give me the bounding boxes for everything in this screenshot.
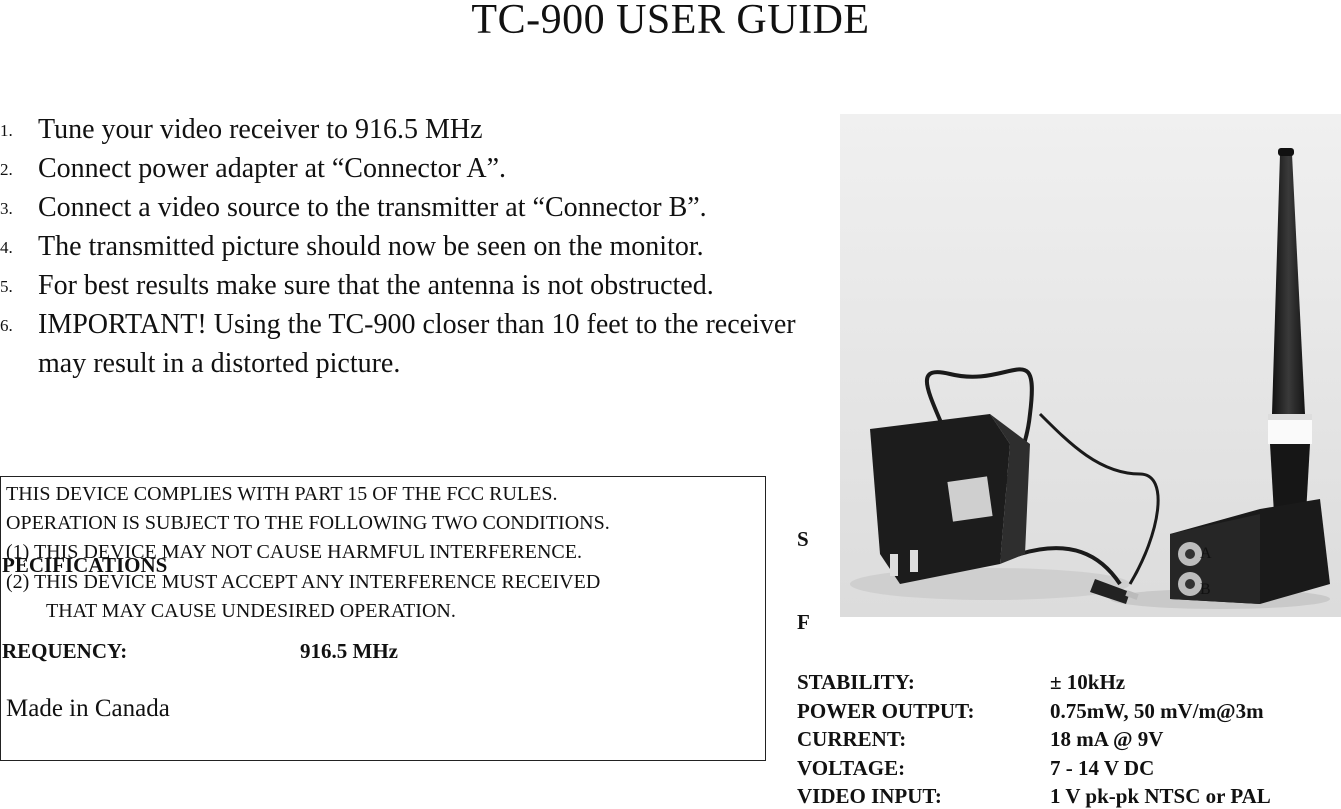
instruction-item: 5. For best results make sure that the an…: [0, 266, 738, 305]
instruction-item: 3. Connect a video source to the transmit…: [0, 188, 830, 227]
instruction-item: 4. The transmitted picture should now be …: [0, 227, 830, 266]
fcc-line: THAT MAY CAUSE UNDESIRED OPERATION.: [46, 600, 456, 622]
spec-label: VIDEO INPUT:: [797, 784, 942, 808]
connector-a-label: A: [1200, 545, 1212, 562]
spec-label: POWER OUTPUT:: [797, 699, 975, 723]
power-adapter: [870, 414, 1030, 584]
connector-b-label: B: [1200, 581, 1211, 598]
item-number: 6.: [0, 316, 13, 335]
item-number: 1.: [0, 121, 13, 140]
item-text: Connect power adapter at “Connector A”.: [38, 153, 507, 184]
transmitter-illustration: [840, 114, 1341, 617]
item-text: IMPORTANT! Using the TC-900 closer than …: [38, 309, 796, 379]
item-text: Tune your video receiver to 916.5 MHz: [38, 114, 483, 145]
item-number: 2.: [0, 160, 13, 179]
product-photo: A B: [840, 114, 1341, 617]
item-text: Connect a video source to the transmitte…: [38, 192, 707, 223]
instruction-list: 1.Tune your video receiver to 916.5 MHz …: [0, 110, 830, 383]
frequency-label-initial: F: [797, 610, 810, 634]
fcc-notice-box: THIS DEVICE COMPLIES WITH PART 15 OF THE…: [0, 476, 766, 761]
transmitter-box: [1170, 499, 1330, 604]
fcc-line: (1) THIS DEVICE MAY NOT CAUSE HARMFUL IN…: [6, 541, 582, 563]
spec-label: STABILITY:: [797, 670, 915, 694]
item-number: 4.: [0, 238, 13, 257]
item-number: 5.: [0, 277, 13, 296]
instruction-item: 6. IMPORTANT! Using the TC-900 closer tha…: [0, 305, 828, 383]
spec-value: 18 mA @ 9V: [1050, 727, 1164, 751]
frequency-value: 916.5 MHz: [300, 639, 398, 663]
specifications-heading-rest: PECIFICATIONS: [2, 553, 168, 577]
item-number: 3.: [0, 199, 13, 218]
item-text: For best results make sure that the ante…: [38, 270, 714, 301]
frequency-label-rest: REQUENCY:: [2, 639, 128, 663]
spec-label: CURRENT:: [797, 727, 907, 751]
fcc-line: (2) THIS DEVICE MUST ACCEPT ANY INTERFER…: [6, 571, 601, 593]
spec-value: 0.75mW, 50 mV/m@3m: [1050, 699, 1264, 723]
made-in-label: Made in Canada: [6, 695, 170, 722]
specifications-heading-initial: S: [797, 527, 809, 551]
spec-value: 1 V pk-pk NTSC or PAL: [1050, 784, 1271, 808]
spec-value: 7 - 14 V DC: [1050, 756, 1155, 780]
instruction-item: 2. Connect power adapter at “Connector A”…: [0, 149, 830, 188]
spec-label: VOLTAGE:: [797, 756, 906, 780]
spec-value: ± 10kHz: [1050, 670, 1126, 694]
page-title: TC-900 USER GUIDE: [471, 0, 870, 43]
fcc-line: THIS DEVICE COMPLIES WITH PART 15 OF THE…: [6, 483, 558, 505]
instruction-item: 1. Tune your video receiver to 916.5 MHz: [0, 110, 830, 149]
item-text: The transmitted picture should now be se…: [38, 231, 704, 262]
fcc-line: OPERATION IS SUBJECT TO THE FOLLOWING TW…: [6, 512, 610, 534]
